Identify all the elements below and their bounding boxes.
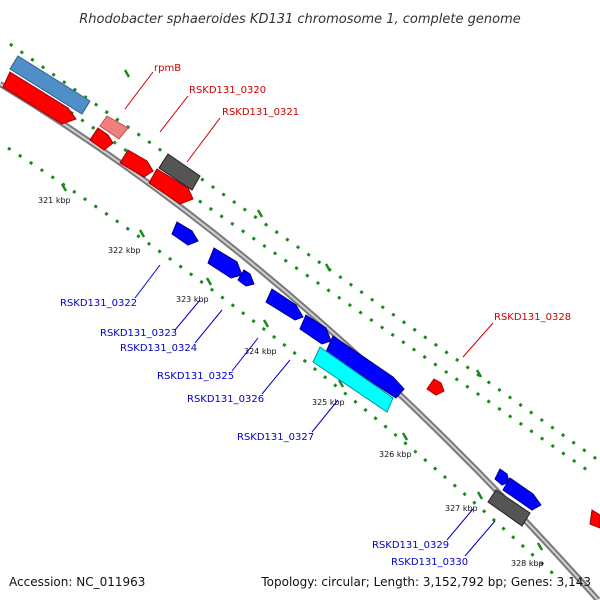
leader-lines (124, 71, 496, 557)
tick-label-325: 325 kbp (312, 398, 345, 407)
gene-RSKD131_0325[interactable] (265, 288, 304, 321)
map-title: Rhodobacter sphaeroides KD131 chromosome… (79, 12, 520, 27)
leader-0326 (261, 359, 291, 395)
gene-RSKD131_0321[interactable] (148, 168, 194, 205)
outer-dotted-track (9, 42, 599, 462)
gene-rpmB[interactable] (99, 115, 129, 140)
gene-label-RSKD131_0323[interactable]: RSKD131_0323 (100, 328, 177, 339)
genome-backbone-highlight (0, 83, 599, 600)
gene-label-RSKD131_0327[interactable]: RSKD131_0327 (237, 432, 314, 443)
tick-mark (60, 183, 68, 192)
upper-tick-track (59, 103, 591, 474)
gene-RSKD131_0329[interactable] (502, 477, 542, 511)
leader-0329 (446, 508, 474, 541)
gene-label-RSKD131_0330[interactable]: RSKD131_0330 (391, 557, 468, 568)
tick-mark (123, 69, 131, 78)
tick-label-322: 322 kbp (108, 246, 141, 255)
tick-labels: 321 kbp 322 kbp 323 kbp 324 kbp 325 kbp … (38, 196, 544, 568)
lower-tick-track (7, 146, 562, 582)
leader-rpmB (124, 71, 154, 110)
gene-RSKD131_0320[interactable] (119, 149, 154, 178)
tick-marks (60, 69, 544, 551)
gene-RSKD131_0330[interactable] (487, 489, 531, 527)
tick-label-323: 323 kbp (176, 295, 209, 304)
tick-label-326: 326 kbp (379, 450, 412, 459)
leader-0324 (194, 309, 223, 344)
tick-label-324: 324 kbp (244, 347, 277, 356)
leader-0320 (159, 95, 189, 133)
genome-summary-text: Topology: circular; Length: 3,152,792 bp… (260, 575, 591, 589)
gene-RSKD131_0322[interactable] (171, 221, 199, 246)
gene-highlight[interactable] (312, 346, 394, 413)
tick-label-321: 321 kbp (38, 196, 71, 205)
gene-RSKD131_0323[interactable] (207, 247, 243, 279)
gene-label-RSKD131_0322[interactable]: RSKD131_0322 (60, 298, 137, 309)
gene-RSKD131_0326[interactable] (299, 314, 332, 345)
gene-right-edge[interactable] (589, 509, 600, 529)
tick-mark (256, 209, 264, 218)
gene-RSKD131_0329-small[interactable] (494, 468, 510, 486)
gene-label-rpmB[interactable]: rpmB (154, 63, 181, 74)
tick-mark (536, 542, 544, 551)
tick-mark (476, 491, 484, 500)
leader-0322 (134, 264, 161, 299)
gene-RSKD131_0324[interactable] (237, 269, 255, 287)
leader-0325 (231, 337, 259, 372)
gene-label-RSKD131_0326[interactable]: RSKD131_0326 (187, 394, 264, 405)
tick-mark (262, 319, 270, 328)
tick-mark (138, 229, 146, 238)
gene-RSKD131_0320-left[interactable] (89, 127, 114, 151)
forward-genes (2, 55, 600, 529)
gene-label-RSKD131_0320[interactable]: RSKD131_0320 (189, 85, 266, 96)
leader-0323 (174, 299, 201, 331)
tick-mark (205, 277, 213, 286)
genome-backbone (0, 81, 600, 600)
gene-label-RSKD131_0324[interactable]: RSKD131_0324 (120, 343, 197, 354)
tick-mark (324, 263, 332, 272)
leader-0327 (311, 399, 339, 433)
tick-mark (337, 379, 345, 388)
tick-mark (401, 432, 409, 441)
gene-label-RSKD131_0329[interactable]: RSKD131_0329 (372, 540, 449, 551)
gene-rna[interactable] (9, 55, 91, 115)
gene-label-RSKD131_0321[interactable]: RSKD131_0321 (222, 107, 299, 118)
accession-text: Accession: NC_011963 (9, 575, 145, 589)
gene-RSKD131_0327[interactable] (325, 335, 405, 399)
gene-RSKD131_0321-pseudo[interactable] (158, 153, 201, 191)
leader-0330 (464, 520, 496, 557)
gene-labels: rpmB RSKD131_0320 RSKD131_0321 RSKD131_0… (60, 63, 571, 568)
tick-label-327: 327 kbp (445, 504, 478, 513)
gene-red-long[interactable] (2, 71, 77, 125)
gene-label-RSKD131_0328[interactable]: RSKD131_0328 (494, 312, 571, 323)
reverse-genes (171, 221, 542, 527)
tick-label-328: 328 kbp (511, 559, 544, 568)
leader-0321 (186, 117, 221, 163)
gene-RSKD131_0328[interactable] (426, 378, 445, 396)
tick-mark (475, 369, 483, 378)
gene-label-RSKD131_0325[interactable]: RSKD131_0325 (157, 371, 234, 382)
leader-0328 (462, 322, 494, 358)
